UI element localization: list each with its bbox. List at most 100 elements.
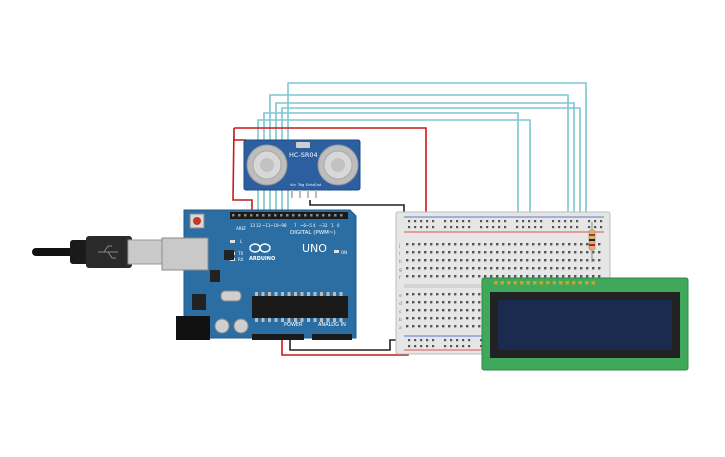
breadboard-hole <box>472 275 475 278</box>
sensor-pin-trig-label: Trig <box>297 183 304 187</box>
row-letter-h: h <box>399 259 402 265</box>
breadboard-rail-hole <box>534 226 537 229</box>
breadboard-hole <box>406 325 409 328</box>
breadboard-rail-hole <box>576 226 579 229</box>
breadboard-hole <box>448 243 451 246</box>
breadboard-hole <box>448 293 451 296</box>
breadboard-hole <box>556 259 559 262</box>
resistor[interactable] <box>588 222 596 262</box>
digital-pin <box>322 214 325 217</box>
breadboard-hole <box>424 317 427 320</box>
breadboard-hole <box>424 325 427 328</box>
breadboard-hole <box>478 293 481 296</box>
breadboard-hole <box>430 275 433 278</box>
ultrasonic-sensor[interactable]: HC-SR04 Vcc Trig Echo Gnd <box>243 139 361 198</box>
digital-label: DIGITAL (PWM~) <box>290 230 336 236</box>
usb-port <box>161 237 209 271</box>
breadboard-rail-hole <box>480 220 483 223</box>
breadboard-hole <box>496 259 499 262</box>
breadboard-hole <box>412 259 415 262</box>
breadboard-hole <box>436 309 439 312</box>
lcd-pin <box>559 281 563 285</box>
breadboard-hole <box>418 259 421 262</box>
breadboard-hole <box>532 267 535 270</box>
breadboard-rail-hole <box>468 345 471 348</box>
breadboard-hole <box>424 293 427 296</box>
breadboard-hole <box>532 275 535 278</box>
breadboard-rail-hole <box>594 220 597 223</box>
breadboard-rail-hole <box>426 345 429 348</box>
chip-pin <box>339 318 343 322</box>
breadboard-hole <box>580 243 583 246</box>
breadboard-rail-hole <box>468 220 471 223</box>
breadboard-hole <box>466 267 469 270</box>
usb-cable <box>32 236 163 268</box>
breadboard-hole <box>424 309 427 312</box>
breadboard-hole <box>568 267 571 270</box>
breadboard-hole <box>448 259 451 262</box>
lcd-pin <box>526 281 530 285</box>
breadboard-rail-hole <box>456 226 459 229</box>
breadboard-hole <box>490 251 493 254</box>
breadboard-hole <box>598 243 601 246</box>
breadboard-rail-hole <box>600 220 603 223</box>
chip-pin <box>307 292 310 296</box>
wire-red-vcc[interactable] <box>232 127 253 215</box>
digital-pin <box>280 214 283 217</box>
wire-black-gnd2[interactable] <box>289 338 404 351</box>
arduino-brand: ARDUINO <box>249 256 275 262</box>
breadboard-rail-hole <box>498 226 501 229</box>
breadboard-hole <box>454 243 457 246</box>
lcd-pin <box>546 281 550 285</box>
chip-pin <box>268 318 271 322</box>
breadboard-rail-hole <box>516 226 519 229</box>
breadboard-hole <box>466 325 469 328</box>
breadboard-hole <box>484 251 487 254</box>
breadboard-hole <box>430 267 433 270</box>
sensor-model-label: HC-SR04 <box>289 151 318 159</box>
breadboard-rail-hole <box>558 226 561 229</box>
breadboard-hole <box>544 267 547 270</box>
breadboard-hole <box>460 267 463 270</box>
breadboard-hole <box>562 259 565 262</box>
breadboard-rail-hole <box>414 339 417 342</box>
breadboard-hole <box>484 259 487 262</box>
breadboard-hole <box>406 243 409 246</box>
lcd-pin <box>585 281 589 285</box>
breadboard-hole <box>580 275 583 278</box>
reset-button[interactable] <box>193 217 201 225</box>
breadboard-hole <box>460 275 463 278</box>
breadboard-rail-hole <box>564 220 567 223</box>
digital-pin <box>340 214 343 217</box>
breadboard-rail-hole <box>540 220 543 223</box>
breadboard-hole <box>442 259 445 262</box>
lcd-pin <box>507 281 511 285</box>
breadboard-hole <box>466 293 469 296</box>
breadboard-hole <box>496 267 499 270</box>
sensor-pin-gnd-label: Gnd <box>314 183 321 187</box>
wire-red-5v[interactable] <box>281 338 409 356</box>
breadboard-hole <box>448 267 451 270</box>
chip-pin <box>268 292 271 296</box>
chip-pin <box>287 292 291 296</box>
breadboard-hole <box>424 251 427 254</box>
lcd-display[interactable] <box>481 277 689 371</box>
uno-logo: UNO <box>302 242 327 255</box>
sensor-pins <box>291 190 317 198</box>
breadboard-hole <box>514 267 517 270</box>
breadboard-rail-hole <box>594 226 597 229</box>
breadboard-hole <box>406 317 409 320</box>
breadboard-hole <box>592 259 595 262</box>
svg-text:~5: ~5 <box>306 223 312 228</box>
wire-red-top[interactable] <box>234 127 427 235</box>
breadboard-hole <box>526 267 529 270</box>
breadboard-hole <box>424 267 427 270</box>
breadboard-hole <box>436 259 439 262</box>
breadboard-rail-hole <box>492 226 495 229</box>
breadboard-hole <box>454 317 457 320</box>
chip-pin <box>326 292 330 296</box>
breadboard-hole <box>502 251 505 254</box>
breadboard-hole <box>442 301 445 304</box>
breadboard-hole <box>562 275 565 278</box>
